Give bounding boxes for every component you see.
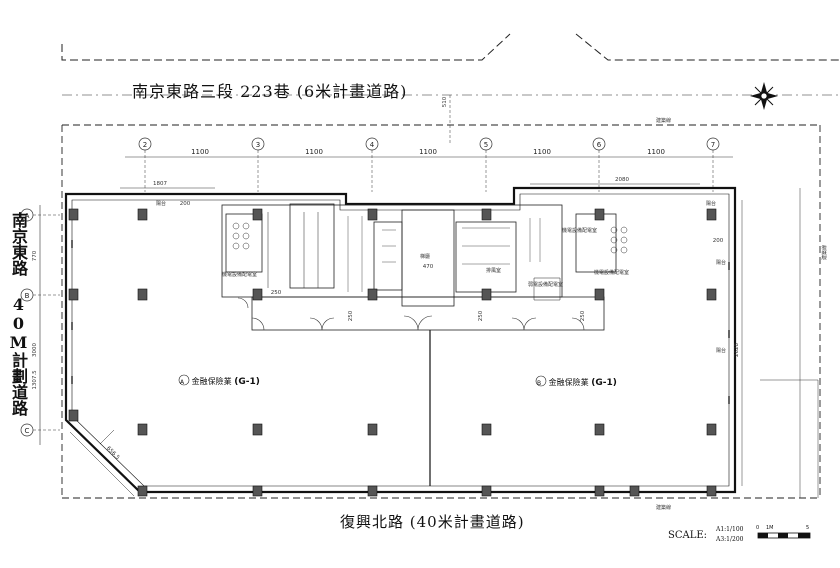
window-marks [71, 240, 730, 404]
office-label: 機電設備配電室 [594, 269, 629, 276]
grid-span-dim: 1100 [305, 148, 323, 156]
dim-470: 470 [423, 264, 434, 270]
dim-250: 250 [348, 310, 354, 321]
dim-3000: 3000 [32, 343, 38, 357]
grid-col-label: 5 [484, 141, 488, 149]
grid-row-label: C [25, 427, 30, 435]
dim-200: 200 [713, 238, 724, 244]
grid-span-dim: 1100 [533, 148, 551, 156]
lot-line [61, 124, 821, 499]
dim-1807: 1807 [153, 181, 167, 187]
balcony-label: 陽台 [156, 200, 166, 207]
scale-tick-0: 0 [756, 525, 760, 531]
dim-250: 250 [580, 310, 586, 321]
scale-ratio-a3: A3:1/200 [716, 536, 744, 543]
dim-250: 250 [478, 310, 484, 321]
dimension-lines [120, 95, 819, 498]
pipe-room-label: 弱電設備配電室 [528, 281, 563, 288]
office-label: 機電設備配電室 [222, 271, 257, 278]
zone-b-marker [535, 375, 547, 387]
zone-b-label: B 金融保險業 (G-1) [537, 377, 617, 388]
building-line-label: 建築線 [656, 117, 671, 124]
grid-col-label: 2 [143, 141, 147, 149]
scale-tick-5: 5 [806, 525, 810, 531]
site-boundary-top [61, 33, 840, 96]
dim-200: 200 [180, 201, 191, 207]
pump-room-label: 排風室 [486, 267, 501, 274]
fixtures [232, 222, 628, 254]
scale-tick-1m: 1M [766, 525, 774, 531]
zone-b-use: 金融保險業 [548, 378, 589, 387]
grid-row-label: A [25, 212, 30, 220]
road-label-left: 南京東路 40M計劃道路 [9, 212, 28, 416]
zone-a-label: A 金融保險業 (G-1) [180, 376, 260, 387]
balcony-label: 陽台 [716, 259, 726, 266]
dim-250: 250 [271, 290, 282, 296]
grid-row-label: B [25, 292, 30, 300]
zone-a-letter: A [180, 379, 185, 386]
grid-col-label: 6 [597, 141, 602, 149]
building-line-label: 建築線 [821, 245, 828, 260]
zone-b-letter: B [537, 380, 542, 387]
compass-north-icon [750, 82, 778, 110]
zone-a-code: (G-1) [234, 377, 260, 387]
dim-2080: 2080 [615, 177, 629, 183]
dim-770: 770 [32, 250, 38, 261]
building-line-label: 建築線 [656, 504, 671, 511]
grid-span-dim: 1100 [191, 148, 209, 156]
building-outline [64, 186, 737, 494]
balcony-label: 陽台 [706, 200, 716, 207]
zone-a-marker [178, 374, 190, 386]
road-label-top: 南京東路三段 223巷 (6米計畫道路) [132, 82, 408, 101]
balcony-label: 陽台 [716, 347, 726, 354]
grid-col-label: 4 [370, 141, 375, 149]
grid-span-dim: 1100 [419, 148, 437, 156]
dim-510: 510 [442, 96, 448, 107]
service-core [221, 203, 617, 331]
corner-chamfer [69, 429, 135, 497]
dim-1307: 1307.5 [32, 370, 38, 390]
grid-axes [20, 137, 733, 445]
doors [237, 297, 585, 331]
grid-col-label: 3 [256, 141, 260, 149]
scale-bar [757, 532, 811, 539]
scale-ratio-a1: A1:1/100 [716, 526, 744, 533]
equip-label: 機電設備配電室 [562, 227, 597, 234]
zone-b-code: (G-1) [591, 378, 617, 388]
dim-2628: 2628 [734, 343, 740, 357]
zone-a-use: 金融保險業 [191, 377, 232, 386]
road-label-bottom: 復興北路 (40米計畫道路) [340, 513, 525, 531]
structural-columns [68, 208, 717, 497]
grid-span-dim: 1100 [647, 148, 665, 156]
grid-col-label: 7 [711, 141, 715, 149]
stair-core-label: 梯廳 [420, 253, 430, 260]
scale-label: SCALE: [668, 530, 708, 541]
